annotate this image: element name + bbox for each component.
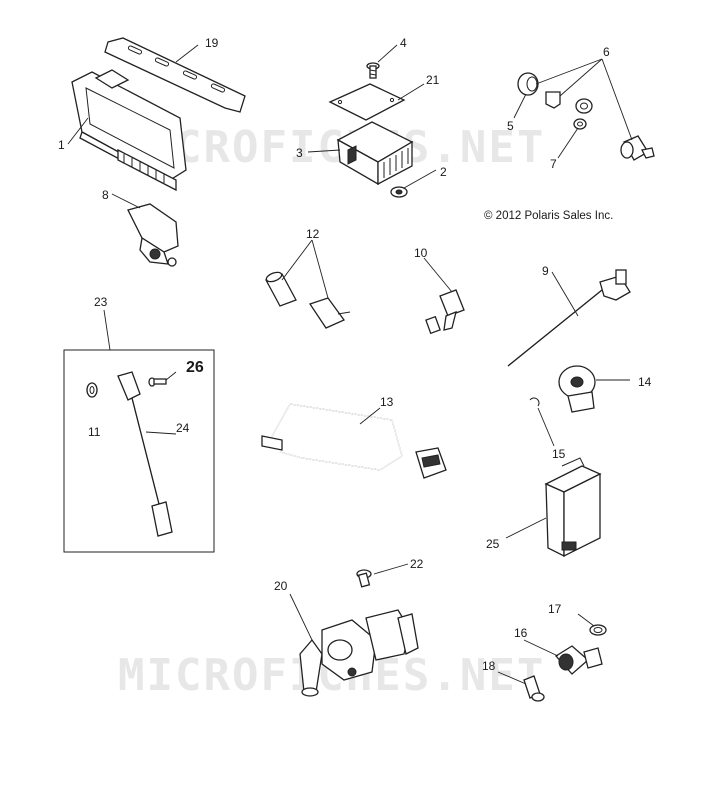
part-7-washer [573, 118, 587, 130]
callout-5: 5 [507, 119, 514, 133]
watermark-top: MICROFICHES.NET [118, 122, 545, 173]
part-6-bracket [545, 91, 561, 109]
part-8-map-sensor [127, 203, 179, 267]
leader-lines [67, 44, 633, 685]
callout-3: 3 [296, 146, 303, 160]
callout-11: 11 [88, 425, 101, 439]
part-6-sensor [620, 135, 655, 161]
part-4-screw [366, 62, 380, 79]
part-5-plug [517, 72, 539, 96]
part-10-temperature-sensor [425, 289, 465, 335]
part-11-o-ring [86, 382, 98, 398]
callout-17: 17 [548, 602, 562, 616]
part-17-o-ring [589, 624, 607, 636]
callout-18: 18 [482, 659, 496, 673]
part-1-ecu-module [71, 69, 187, 192]
callout-12: 12 [306, 227, 320, 241]
copyright-text: © 2012 Polaris Sales Inc. [484, 210, 613, 222]
callout-4: 4 [400, 36, 407, 50]
callout-22: 22 [410, 557, 424, 571]
part-24-speed-sensor [117, 371, 173, 537]
callout-20: 20 [274, 579, 288, 593]
callout-16: 16 [514, 626, 528, 640]
part-14-sensor [558, 365, 596, 413]
callout-24: 24 [176, 421, 190, 435]
callout-1: 1 [58, 138, 65, 152]
callout-2: 2 [440, 165, 447, 179]
callout-23: 23 [94, 295, 108, 309]
part-15-clip [529, 397, 540, 407]
part-19-mounting-strap [104, 37, 246, 113]
callout-19: 19 [205, 36, 219, 50]
callout-6: 6 [603, 45, 610, 59]
part-21-cover-plate [328, 83, 406, 121]
part-3-fuse-box [336, 121, 414, 186]
part-23-kit-box [63, 349, 215, 553]
part-13-wire-harness [261, 403, 447, 479]
part-2-grommet [390, 186, 408, 198]
part-22-screw [356, 569, 372, 588]
callout-13: 13 [380, 395, 394, 409]
callout-8: 8 [102, 188, 109, 202]
part-26-screw [148, 377, 167, 387]
callout-7: 7 [550, 157, 557, 171]
callout-25: 25 [486, 537, 500, 551]
part-9-sensor-cable [507, 269, 631, 367]
callout-26: 26 [186, 359, 204, 376]
part-18-bolt [523, 675, 545, 702]
callout-14: 14 [638, 375, 652, 389]
callout-labels: 19 1 4 21 3 2 6 5 7 8 12 10 9 14 15 13 2… [58, 36, 652, 673]
callout-9: 9 [542, 264, 549, 278]
part-12-connector-b [308, 297, 351, 329]
callout-15: 15 [552, 447, 566, 461]
part-6-nut [575, 98, 593, 114]
callout-10: 10 [414, 246, 428, 260]
part-25-relay [544, 457, 602, 558]
part-12-connector-a [265, 271, 297, 307]
callout-21: 21 [426, 73, 440, 87]
part-20-throttle-body [299, 609, 419, 697]
part-16-sensor [555, 645, 603, 675]
